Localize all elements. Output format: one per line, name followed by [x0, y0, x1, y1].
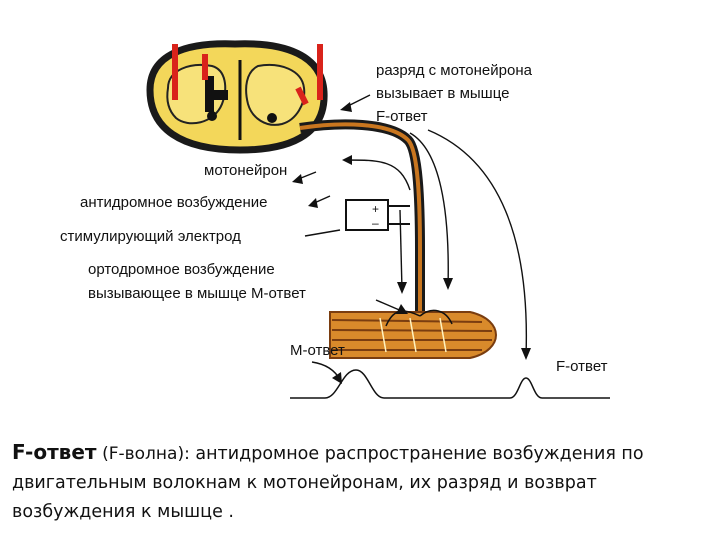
- label-f-response: F-ответ: [556, 358, 608, 375]
- label-discharge-line1: разряд с мотонейрона: [376, 62, 532, 79]
- muscle: [329, 309, 498, 359]
- emg-trace: [290, 369, 610, 399]
- label-orthodromic-line1: ортодромное возбуждение: [88, 261, 275, 278]
- label-m-response: М-ответ: [290, 342, 345, 359]
- spinal-cord-section: [146, 40, 328, 154]
- response-arrows: [295, 94, 528, 381]
- label-electrode: стимулирующий электрод: [60, 228, 241, 245]
- stimulating-electrode: [304, 199, 410, 237]
- label-orthodromic-line2: вызывающее в мышце М-ответ: [88, 285, 306, 302]
- label-motoneuron: мотонейрон: [204, 162, 288, 179]
- caption-term: F-ответ: [12, 440, 97, 464]
- battery-plus-sign: +: [372, 202, 380, 216]
- f-wave-diagram: [146, 40, 610, 399]
- caption: F-ответ (F-волна): антидромное распростр…: [12, 438, 712, 527]
- label-discharge-line3: F-ответ: [376, 108, 428, 125]
- battery-minus-sign: –: [372, 216, 379, 230]
- label-antidromic: антидромное возбуждение: [80, 194, 268, 211]
- label-discharge-line2: вызывает в мышце: [376, 85, 510, 102]
- nerve-roots: [172, 44, 323, 106]
- arrowheads: [292, 102, 531, 384]
- caption-text: антидромное распространение возбуждения …: [12, 444, 644, 522]
- caption-term-note: (F-волна):: [102, 444, 190, 464]
